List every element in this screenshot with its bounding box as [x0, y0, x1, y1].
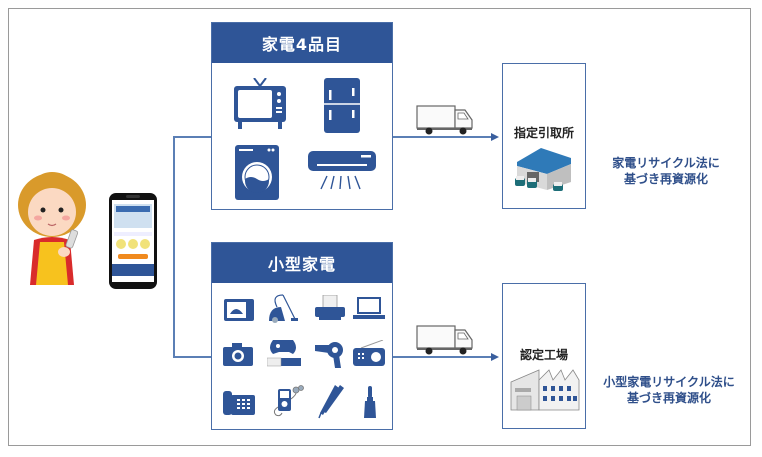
flow-arrow-small — [393, 356, 493, 358]
person-illustration — [12, 160, 92, 290]
warehouse-icon — [513, 144, 575, 194]
game-controller-icon — [267, 338, 301, 368]
arrowhead-major — [491, 133, 499, 141]
category-box-major: 家電4品目 — [211, 22, 393, 210]
washing-machine-icon — [234, 145, 280, 201]
connector-vertical — [173, 136, 175, 357]
hair-iron-icon — [318, 385, 346, 419]
connector-to-major — [173, 136, 211, 138]
electric-toothbrush-icon — [362, 386, 378, 420]
note-line: 基づき再資源化 — [623, 172, 708, 186]
laptop-icon — [353, 297, 385, 321]
microwave-icon — [224, 299, 254, 321]
tv-icon — [232, 78, 288, 130]
category-box-small: 小型家電 — [211, 242, 393, 430]
connector-to-small — [173, 356, 211, 358]
note-line: 家電リサイクル法に — [612, 156, 720, 170]
note-line: 小型家電リサイクル法に — [603, 375, 735, 389]
radio-icon — [353, 340, 385, 368]
recycling-law-note: 家電リサイクル法に 基づき再資源化 — [596, 155, 736, 187]
destination-label: 認定工場 — [519, 348, 568, 362]
category-header: 小型家電 — [212, 243, 392, 283]
hair-dryer-icon — [315, 341, 347, 369]
note-line: 基づき再資源化 — [626, 391, 711, 405]
telephone-icon — [223, 389, 255, 417]
diagram-frame — [8, 8, 751, 446]
arrowhead-small — [491, 353, 499, 361]
destination-box-certified-factory: 認定工場 — [502, 283, 586, 429]
category-header: 家電4品目 — [212, 23, 392, 63]
vacuum-cleaner-icon — [267, 293, 299, 323]
printer-icon — [315, 295, 345, 323]
small-recycling-law-note: 小型家電リサイクル法に 基づき再資源化 — [590, 374, 748, 406]
destination-box-collection-site: 指定引取所 — [502, 63, 586, 209]
camera-icon — [223, 343, 253, 367]
refrigerator-icon — [322, 78, 362, 134]
factory-icon — [509, 366, 581, 412]
truck-icon — [415, 324, 475, 356]
destination-label: 指定引取所 — [513, 126, 574, 140]
music-player-icon — [272, 385, 304, 417]
air-conditioner-icon — [307, 151, 377, 193]
smartphone-illustration — [108, 192, 158, 290]
truck-icon — [415, 104, 475, 136]
flow-arrow-major — [393, 136, 493, 138]
